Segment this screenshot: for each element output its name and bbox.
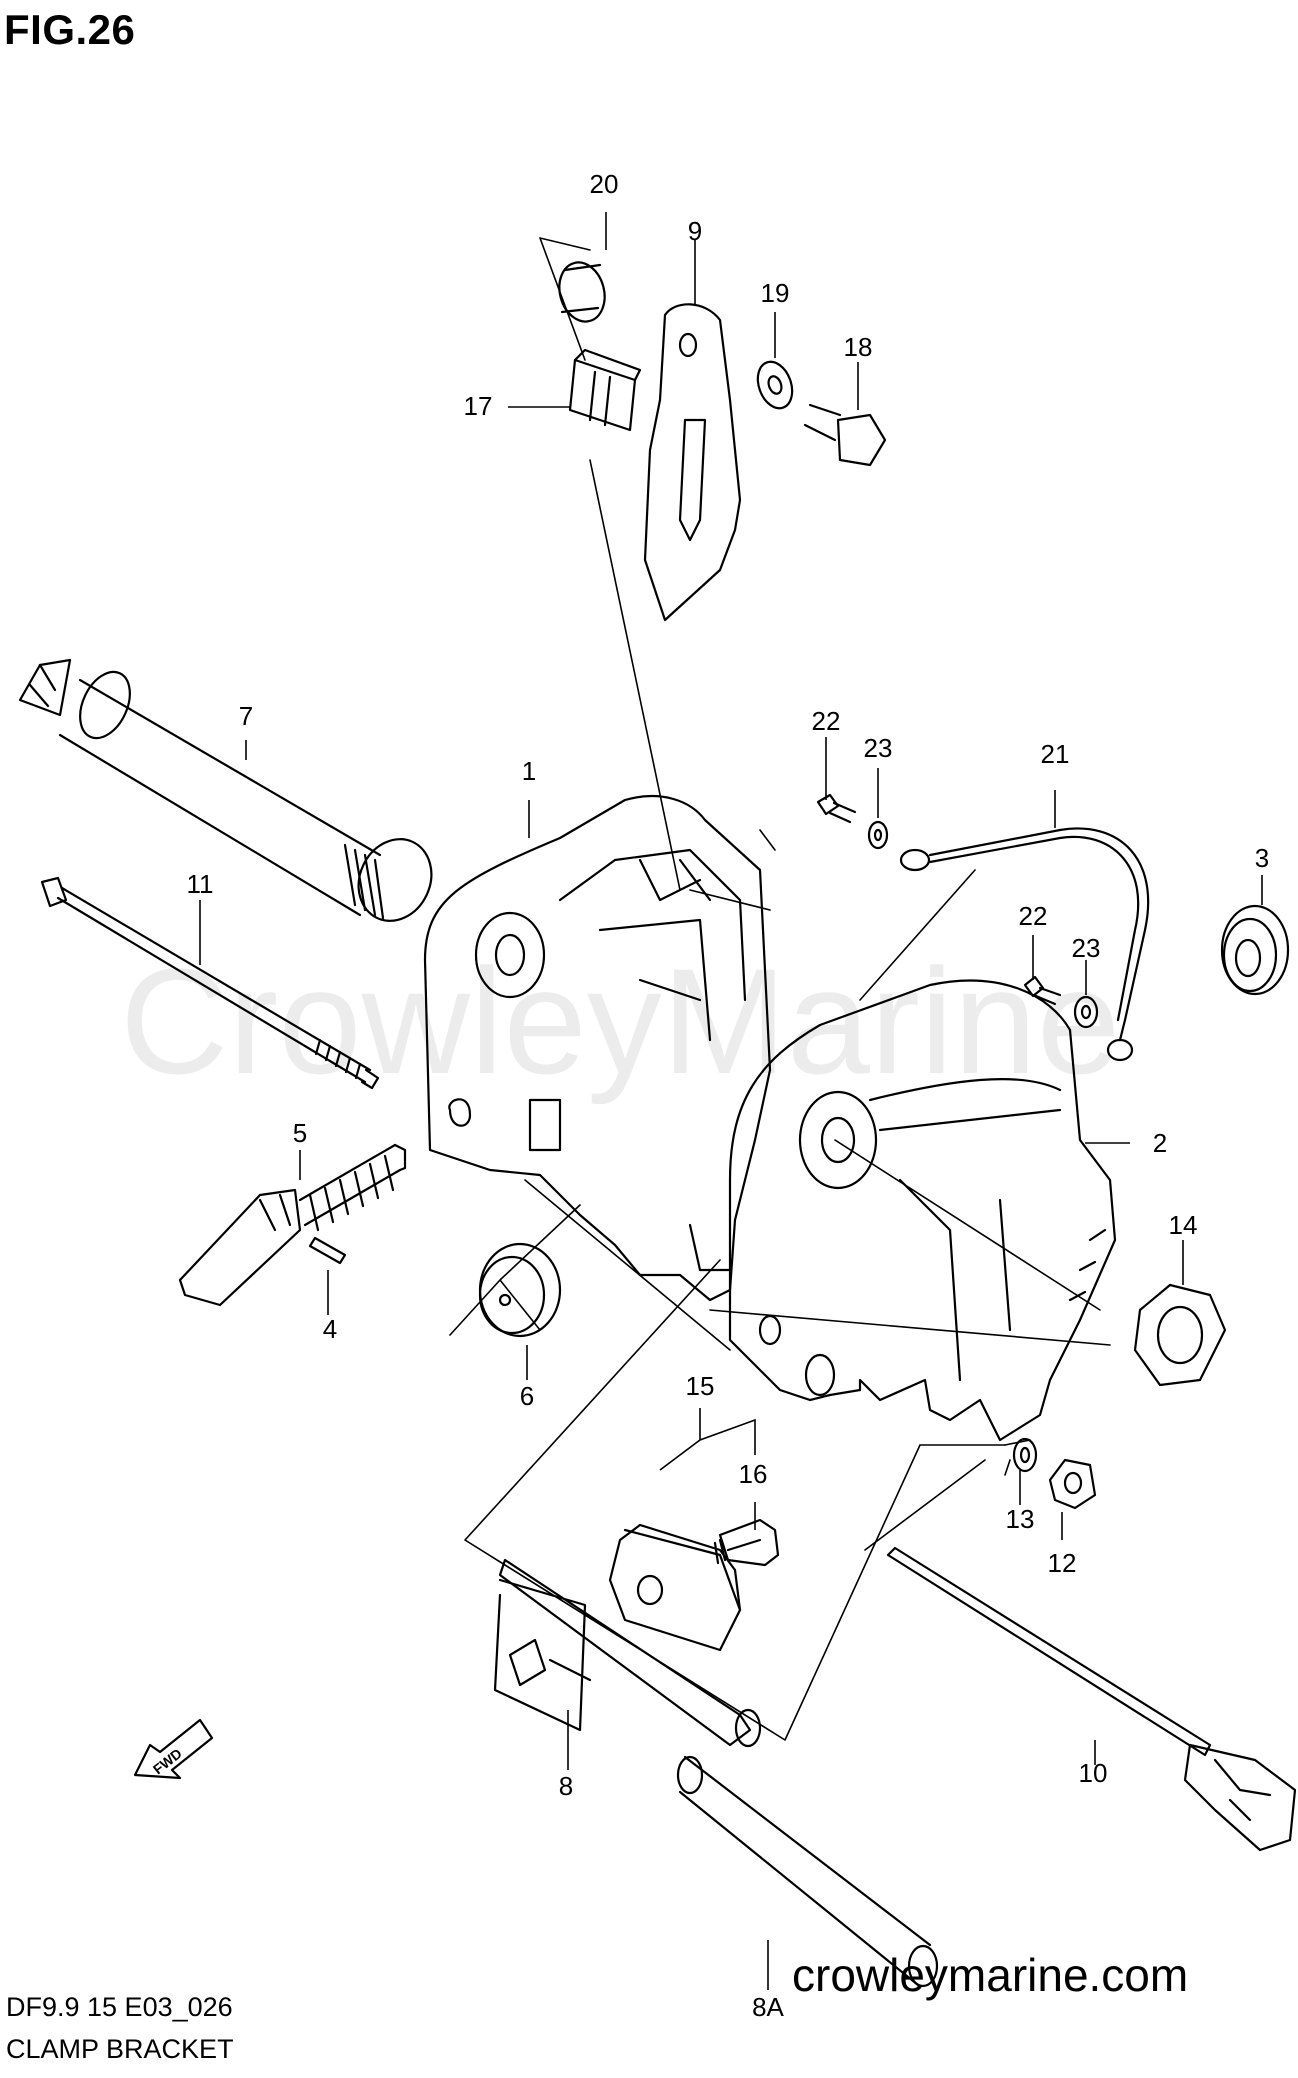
part-7-tilt-tube[interactable]	[18, 658, 444, 933]
callout-9: 9	[688, 216, 702, 246]
callout-10: 10	[1079, 1758, 1108, 1788]
part-13-washer[interactable]	[1012, 1437, 1038, 1473]
part-18-bolt[interactable]	[803, 403, 887, 467]
callout-6: 6	[520, 1381, 534, 1411]
part-17-cap[interactable]	[568, 348, 642, 432]
callout-18: 18	[844, 332, 873, 362]
section-name: CLAMP BRACKET	[6, 2034, 234, 2064]
callout-2: 2	[1153, 1128, 1167, 1158]
part-9-stopper-plate[interactable]	[643, 303, 742, 622]
callout-23-lower: 23	[1072, 933, 1101, 963]
callout-14: 14	[1169, 1210, 1198, 1240]
fwd-direction-marker	[133, 1718, 214, 1780]
callout-20: 20	[590, 169, 619, 199]
part-15-block[interactable]	[608, 1523, 742, 1652]
callout-23-upper: 23	[864, 733, 893, 763]
callout-11: 11	[187, 869, 214, 899]
part-1-clamp-bracket-left[interactable]	[423, 795, 772, 1302]
part-23-washer-upper[interactable]	[867, 820, 889, 850]
callout-3: 3	[1255, 843, 1269, 873]
website-label: crowleymarine.com	[792, 1949, 1189, 2001]
part-10-rod[interactable]	[886, 1546, 1297, 1852]
callout-19: 19	[761, 278, 790, 308]
figure-title: FIG.26	[4, 6, 136, 53]
callout-21: 21	[1041, 739, 1070, 769]
part-19-washer[interactable]	[752, 357, 798, 413]
callout-17: 17	[464, 391, 493, 421]
callout-16: 16	[739, 1459, 768, 1489]
callout-22-upper: 22	[812, 706, 841, 736]
callout-12: 12	[1048, 1548, 1077, 1578]
part-12-nut[interactable]	[1048, 1458, 1097, 1510]
part-22-screw-upper[interactable]	[816, 793, 857, 824]
model-code: DF9.9 15 E03_026	[6, 1992, 233, 2022]
part-16-bolt[interactable]	[713, 1518, 780, 1567]
part-8a-shaft[interactable]	[676, 1755, 939, 1988]
part-11-bolt[interactable]	[40, 876, 380, 1090]
part-5-tilt-lever[interactable]	[178, 1143, 407, 1307]
callout-15: 15	[686, 1371, 715, 1401]
part-2-clamp-bracket-right[interactable]	[728, 979, 1117, 1442]
callout-leaders	[199, 212, 1263, 1990]
callout-13: 13	[1006, 1504, 1035, 1534]
part-3-bushing[interactable]	[1220, 904, 1290, 996]
callout-22-lower: 22	[1019, 901, 1048, 931]
callout-7: 7	[239, 701, 253, 731]
part-14-nut[interactable]	[1133, 1283, 1227, 1387]
part-8-shaft[interactable]	[493, 1558, 762, 1748]
callout-1: 1	[522, 756, 536, 786]
callout-8: 8	[559, 1771, 573, 1801]
callout-8a: 8A	[752, 1992, 784, 2022]
part-21-ground-wire[interactable]	[899, 827, 1150, 1062]
part-6-plate[interactable]	[478, 1242, 562, 1338]
part-23-washer-lower[interactable]	[1073, 995, 1099, 1029]
leader-lines	[449, 237, 1111, 1741]
part-20-spring[interactable]	[553, 257, 611, 326]
callout-labels: 20 9 19 18 17 7 1 11 22 23 21 22 23 3 2 …	[150, 169, 1269, 2022]
callout-5: 5	[293, 1118, 307, 1148]
part-4-pin[interactable]	[308, 1236, 347, 1265]
callout-4: 4	[323, 1314, 337, 1344]
part-22-screw-lower[interactable]	[1023, 975, 1062, 1006]
